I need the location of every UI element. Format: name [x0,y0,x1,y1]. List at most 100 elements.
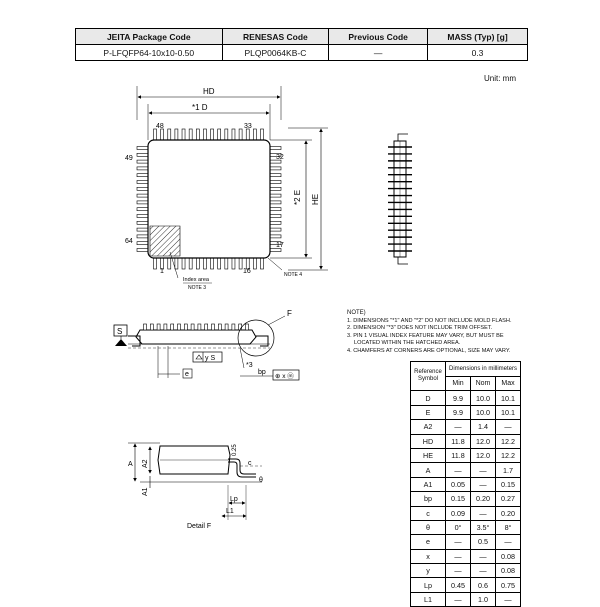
lead-pin [167,257,172,270]
lead-pin [136,166,149,171]
dimension-symbol: x [410,548,446,565]
front-lead [197,323,202,331]
max-header: Max [495,375,521,392]
front-lead [224,323,229,331]
pin-label-16: 16 [243,268,251,275]
min-header: Min [445,375,471,392]
dimension-value: — [470,505,496,521]
dim-hd-label: HD [203,87,215,96]
note-item: 2. DIMENSION "*3" DOES NOT INCLUDE TRIM … [347,325,493,332]
dimension-value: — [470,563,496,579]
dimension-symbol: bp [410,491,446,507]
detail-f: A A2 A1 0.25 c θ Lp L1 Detail F [128,442,263,530]
unit-label: Unit: mm [484,74,516,83]
lead-pin [245,128,250,141]
lead-pin [269,166,282,171]
dimension-value: 9.9 [445,390,471,406]
pin-label-64: 64 [125,238,133,245]
lead-pin [136,221,149,225]
package-info-table: JEITA Package Code RENESAS Code Previous… [75,28,528,61]
pin-label-48: 48 [156,123,164,130]
dimension-value: — [445,419,471,435]
dimension-value: 12.0 [470,447,496,464]
lead-pin [269,200,282,205]
lead-pin [136,173,149,177]
lead-pin [203,128,207,141]
position-tolerance-label: ⊕ x ⓜ [275,372,294,380]
dimension-value: 0° [445,519,471,536]
lead-pin [260,257,264,270]
dimension-value: 12.0 [470,433,496,449]
notes-block: NOTE) 1. DIMENSIONS "*1" AND "*2" DO NOT… [347,310,537,356]
front-lead [190,323,195,331]
dimension-symbol: θ [410,519,446,536]
front-view: S F y S e *3 bp ⊕ x ⓜ [113,309,300,381]
dimension-row: A——1.7 [410,462,521,478]
lead-pin [238,257,243,270]
value-renesas: PLQP0064KB-C [221,44,330,61]
dimension-value: 11.8 [445,433,471,449]
dimension-row: x——0.08 [410,548,521,565]
value-jeita: P-LFQFP64-10x10-0.50 [75,44,223,61]
lead-pin [181,128,186,141]
side-lead-ticks [388,146,412,252]
dimension-value: 0.08 [495,563,521,579]
lead-pin [269,187,282,191]
dimension-value: 0.20 [495,505,521,521]
dimension-row: e—0.5— [410,534,521,550]
lead-pin [253,257,257,270]
detail-caption: Detail F [187,523,211,530]
notes-title: NOTE) [347,310,366,316]
lead-pin [136,234,149,239]
lead-pin [269,227,282,232]
lead-pin [160,128,164,141]
lead-pin [231,257,236,270]
lead-pin [188,128,193,141]
dimension-value: 0.05 [445,476,471,493]
lead-pin [269,221,282,225]
front-lead [163,323,168,331]
detail-gauge-label: 0.25 [232,444,238,456]
front-lead [245,323,249,331]
dimension-value: 0.45 [445,577,471,593]
front-leads [128,323,269,347]
dimension-value: 10.1 [495,390,521,406]
dimension-symbol: c [410,505,446,521]
lead-pin [217,257,221,270]
lead-pin [136,153,149,157]
dimension-value: 0.15 [495,476,521,493]
dimension-value: 0.5 [470,534,496,550]
detail-lp-label: Lp [230,496,238,503]
index-area-label: Index area [183,277,210,283]
pins-top [153,128,264,141]
ref-symbol-header: Reference Symbol [410,360,446,392]
lead-pin [210,128,214,141]
lead-pin [167,128,172,141]
lead-pin [238,128,243,141]
pitch-e-label: e [185,371,189,378]
dimension-row: A2—1.4— [410,419,521,435]
front-lead [156,323,161,331]
dim-d-label: *1 D [192,103,208,112]
note-item: 4. CHAMFERS AT CORNERS ARE OPTIONAL, SIZ… [347,347,511,354]
note-item: 1. DIMENSIONS "*1" AND "*2" DO NOT INCLU… [347,317,512,324]
front-lead [204,323,208,331]
pin-label-1: 1 [160,268,164,275]
dimension-value: 1.7 [495,462,521,478]
dimension-symbol: HE [410,447,446,464]
lead-pin [136,193,149,198]
lead-pin [269,173,282,177]
lead-pin [136,248,149,252]
front-lead [184,323,188,331]
dimension-value: — [445,462,471,478]
dimension-value: 9.9 [445,404,471,421]
detail-a1-label: A1 [142,487,149,496]
pins-bottom [153,257,264,270]
side-view-right [388,133,412,265]
lead-pin [217,128,221,141]
dimension-value: 8° [495,519,521,536]
